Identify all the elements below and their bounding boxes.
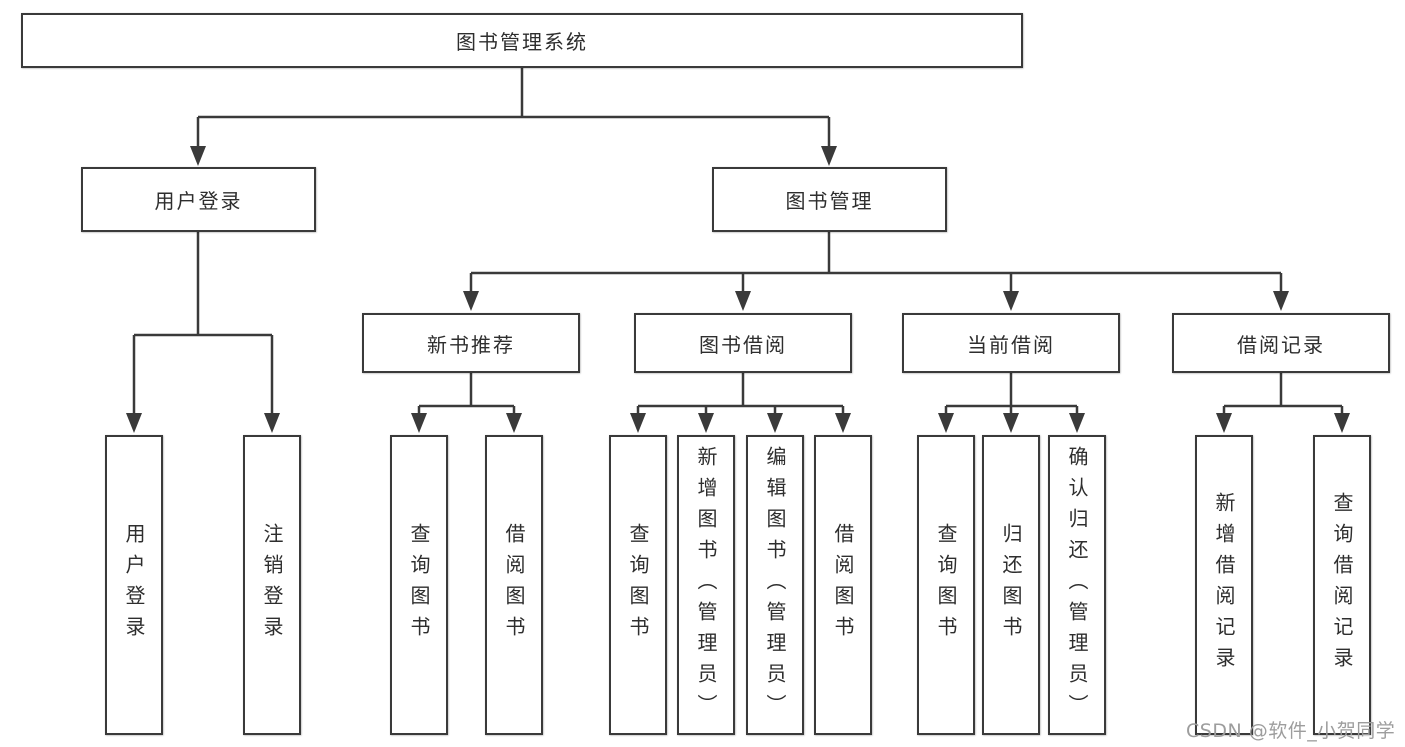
leaf-query-borrow-record: 查询借阅记录 <box>1313 435 1371 735</box>
leaf-label: 新增图书（管理员） <box>694 445 718 725</box>
node-borrowing-records: 借阅记录 <box>1172 313 1390 373</box>
leaf-borrow-books-newbooks: 借阅图书 <box>485 435 543 735</box>
leaf-query-books-borrowing: 查询图书 <box>609 435 667 735</box>
node-user-login: 用户登录 <box>81 167 316 232</box>
leaf-label: 注销登录 <box>260 523 284 647</box>
leaf-confirm-return-admin: 确认归还（管理员） <box>1048 435 1106 735</box>
leaf-add-book-admin: 新增图书（管理员） <box>677 435 735 735</box>
leaf-label: 借阅图书 <box>831 523 855 647</box>
arrowheads <box>126 146 1350 433</box>
leaf-label: 新增借阅记录 <box>1212 492 1236 678</box>
leaf-label: 用户登录 <box>122 523 146 647</box>
node-label: 借阅记录 <box>1237 332 1325 357</box>
leaf-label: 借阅图书 <box>502 523 526 647</box>
leaf-label: 查询借阅记录 <box>1330 492 1354 678</box>
node-new-book-recommend: 新书推荐 <box>362 313 580 373</box>
node-label: 新书推荐 <box>427 332 515 357</box>
node-label: 图书管理 <box>785 189 874 213</box>
leaf-user-login: 用户登录 <box>105 435 163 735</box>
leaf-query-books-current: 查询图书 <box>917 435 975 735</box>
leaf-edit-book-admin: 编辑图书（管理员） <box>746 435 804 735</box>
leaf-label: 确认归还（管理员） <box>1065 445 1089 725</box>
node-label: 当前借阅 <box>967 332 1055 357</box>
leaf-label: 查询图书 <box>407 523 431 647</box>
node-current-borrowing: 当前借阅 <box>902 313 1120 373</box>
watermark: CSDN @软件_小贺同学 <box>1186 720 1396 742</box>
node-label: 图书管理系统 <box>456 30 588 54</box>
leaf-logout: 注销登录 <box>243 435 301 735</box>
node-library-system: 图书管理系统 <box>21 13 1023 68</box>
leaf-add-borrow-record: 新增借阅记录 <box>1195 435 1253 735</box>
node-book-management: 图书管理 <box>712 167 947 232</box>
leaf-label: 编辑图书（管理员） <box>763 445 787 725</box>
leaf-query-books-newbooks: 查询图书 <box>390 435 448 735</box>
node-label: 用户登录 <box>154 189 243 213</box>
leaf-label: 查询图书 <box>626 523 650 647</box>
leaf-borrow-books-borrowing: 借阅图书 <box>814 435 872 735</box>
node-label: 图书借阅 <box>699 332 787 357</box>
leaf-label: 查询图书 <box>934 523 958 647</box>
node-book-borrowing: 图书借阅 <box>634 313 852 373</box>
leaf-return-books: 归还图书 <box>982 435 1040 735</box>
leaf-label: 归还图书 <box>999 523 1023 647</box>
